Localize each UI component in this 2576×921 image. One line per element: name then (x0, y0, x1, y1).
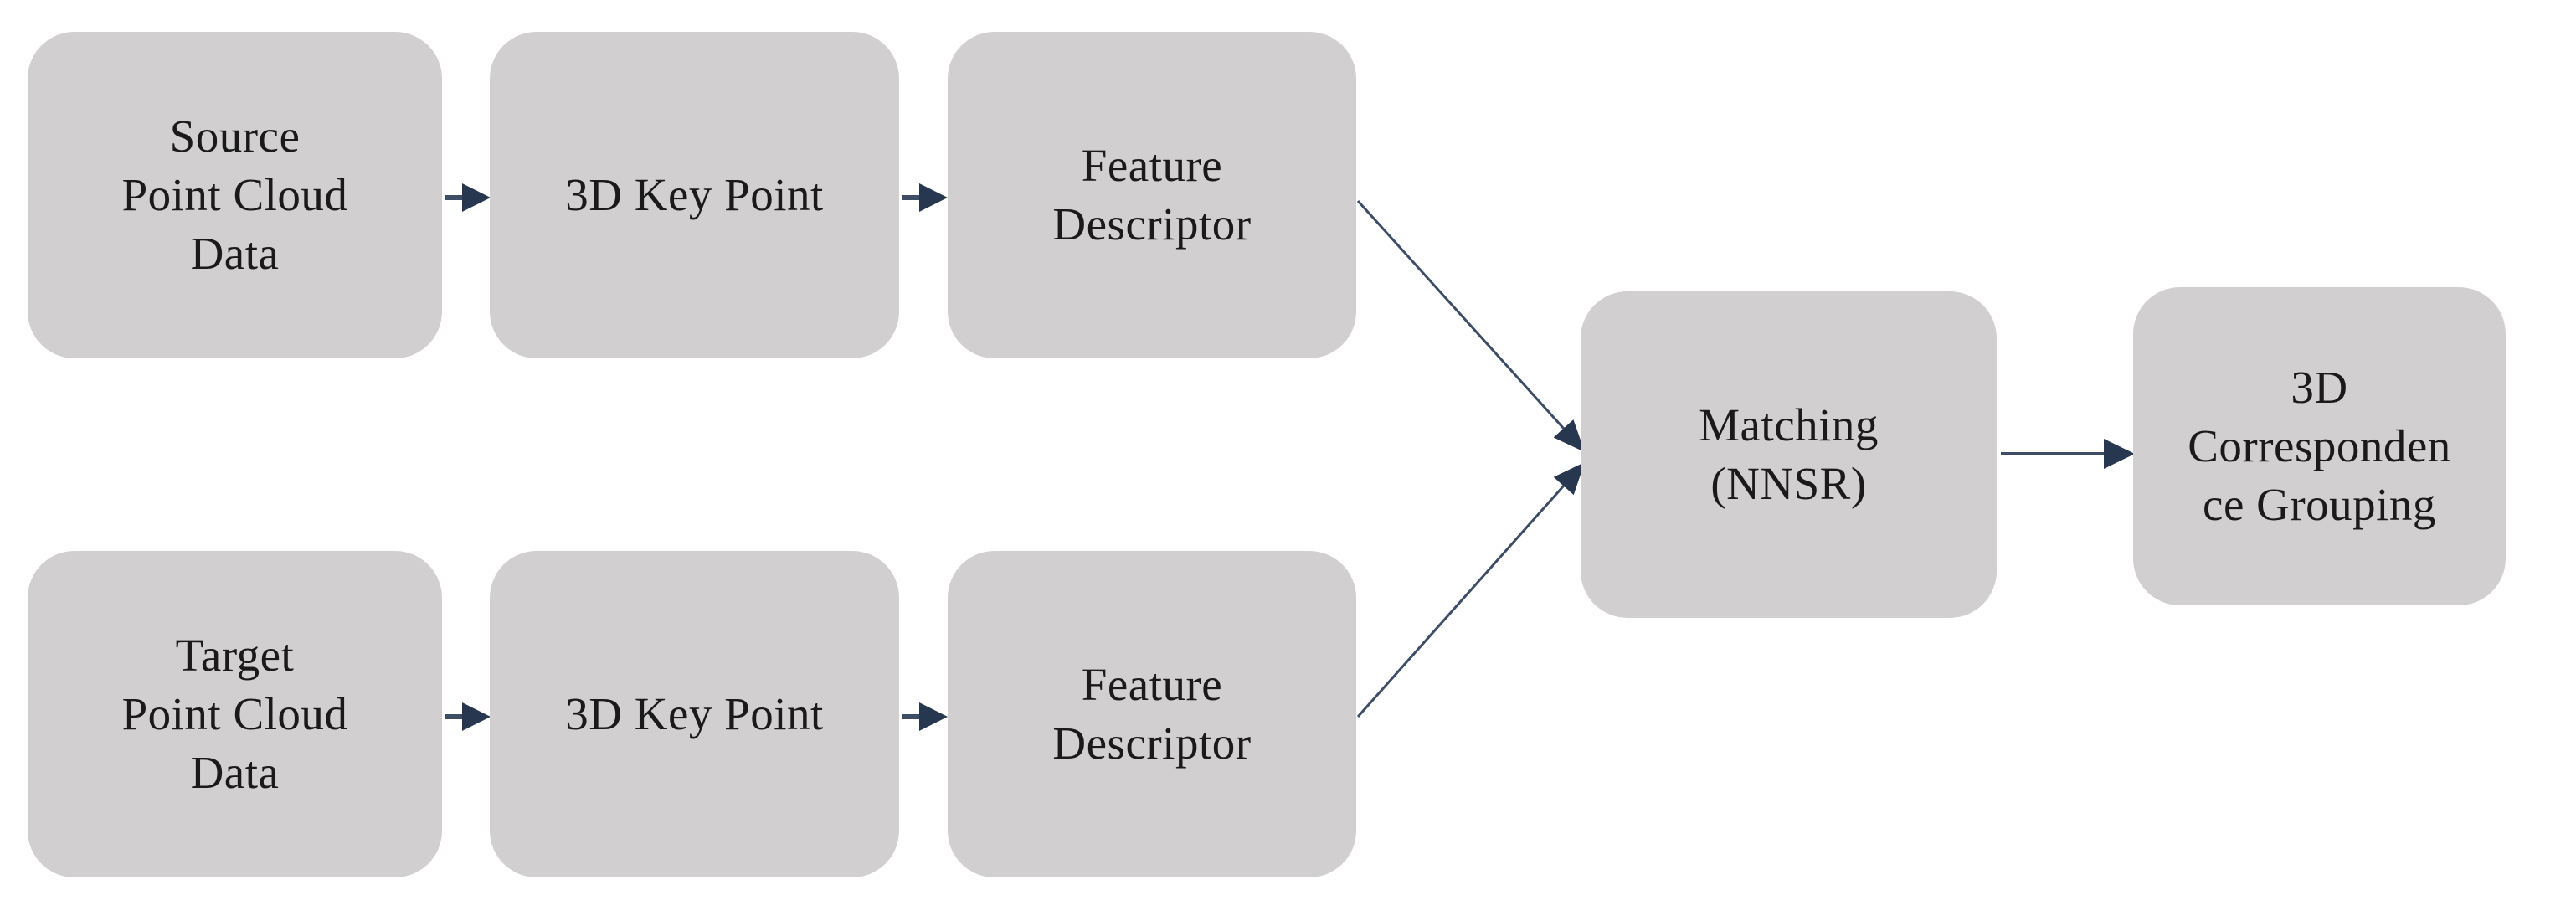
node-matching-nnsr-label: Matching (NNSR) (1699, 399, 1879, 509)
arrowhead (1553, 419, 1585, 452)
node-3d-correspondence-grouping: 3D Corresponden ce Grouping (2133, 287, 2506, 605)
node-feature-descriptor-bottom-label: Feature Descriptor (1052, 659, 1252, 769)
node-source-point-cloud: Source Point Cloud Data (28, 32, 442, 358)
node-source-point-cloud-label: Source Point Cloud Data (121, 111, 348, 279)
node-feature-descriptor-top: Feature Descriptor (948, 32, 1356, 358)
arrowhead (462, 702, 491, 731)
arrowhead (919, 183, 948, 212)
node-3d-key-point-bottom-label: 3D Key Point (565, 688, 824, 740)
arrowhead (919, 702, 948, 731)
node-3d-correspondence-grouping-label: 3D Corresponden ce Grouping (2188, 362, 2451, 530)
node-target-point-cloud-label: Target Point Cloud Data (121, 630, 348, 798)
arrow-keypoint-bottom-to-descriptor-bottom (902, 702, 948, 731)
arrow-source-to-keypoint-top (445, 183, 491, 212)
node-feature-descriptor-top-label: Feature Descriptor (1052, 140, 1252, 250)
arrow-target-to-keypoint-bottom (445, 702, 491, 731)
arrow-matching-to-grouping (2001, 439, 2135, 469)
arrowhead (462, 183, 491, 212)
arrowhead (2104, 439, 2135, 469)
arrow-descriptor-bottom-to-matching (1356, 462, 1585, 718)
node-matching-nnsr: Matching (NNSR) (1581, 291, 1997, 618)
node-3d-key-point-top: 3D Key Point (490, 32, 899, 358)
arrow-descriptor-top-to-matching (1356, 199, 1585, 452)
node-target-point-cloud: Target Point Cloud Data (28, 551, 442, 877)
node-feature-descriptor-bottom: Feature Descriptor (948, 551, 1356, 877)
node-3d-key-point-top-label: 3D Key Point (565, 169, 824, 221)
edge-line (1356, 485, 1566, 718)
arrowhead (1553, 462, 1585, 496)
edge-line (1356, 199, 1566, 430)
arrow-keypoint-top-to-descriptor-top (902, 183, 948, 212)
node-3d-key-point-bottom: 3D Key Point (490, 551, 899, 877)
